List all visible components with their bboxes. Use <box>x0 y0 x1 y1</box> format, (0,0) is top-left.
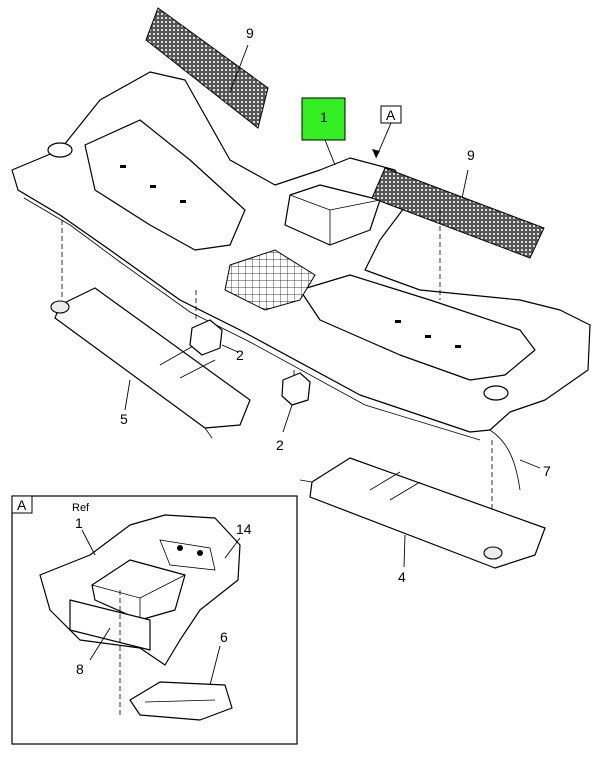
leader-5 <box>124 379 131 411</box>
mesh-pad-left <box>145 7 269 129</box>
sun-visor-right <box>299 457 546 569</box>
leader-4 <box>403 534 406 568</box>
detail-callout-1: 1 <box>75 515 83 531</box>
highlight-box-part-1 <box>301 97 346 141</box>
callout-a-main: A <box>386 107 396 123</box>
detail-view-a: A Ref 1 14 6 8 <box>11 495 298 745</box>
detail-leader-14 <box>224 537 241 559</box>
detail-view-label-box <box>11 495 33 514</box>
callout-2-lower: 2 <box>276 437 284 453</box>
detail-ref-label: Ref <box>72 502 90 514</box>
detail-leader-1 <box>81 529 96 556</box>
mesh-pad-right <box>371 167 545 259</box>
detail-callout-14: 14 <box>236 521 252 537</box>
leader-7 <box>519 459 541 469</box>
clip-lower <box>281 372 311 406</box>
right-boss <box>483 385 509 401</box>
callout-4: 4 <box>398 569 406 585</box>
callout-5: 5 <box>120 411 128 427</box>
callout-2-upper: 2 <box>236 347 244 363</box>
detail-callout-6: 6 <box>220 629 228 645</box>
left-boss <box>47 142 73 158</box>
detail-leader-8 <box>89 627 111 661</box>
callout-9-left: 9 <box>246 25 254 41</box>
leader-2-lower <box>282 404 293 433</box>
leader-2-upper <box>221 344 239 353</box>
leader-9-left <box>229 44 249 93</box>
callout-7: 7 <box>543 463 551 479</box>
overhead-console-body <box>11 71 591 491</box>
leader-9-right <box>461 169 469 199</box>
callout-9-right: 9 <box>467 147 475 163</box>
detail-callout-8: 8 <box>76 661 84 677</box>
leader-1-main <box>324 139 336 166</box>
sun-visor-left <box>50 287 251 439</box>
clip-upper <box>189 319 223 356</box>
detail-view-label: A <box>17 497 27 513</box>
detail-leader-6 <box>209 645 221 686</box>
callout-1-main: 1 <box>320 109 328 125</box>
